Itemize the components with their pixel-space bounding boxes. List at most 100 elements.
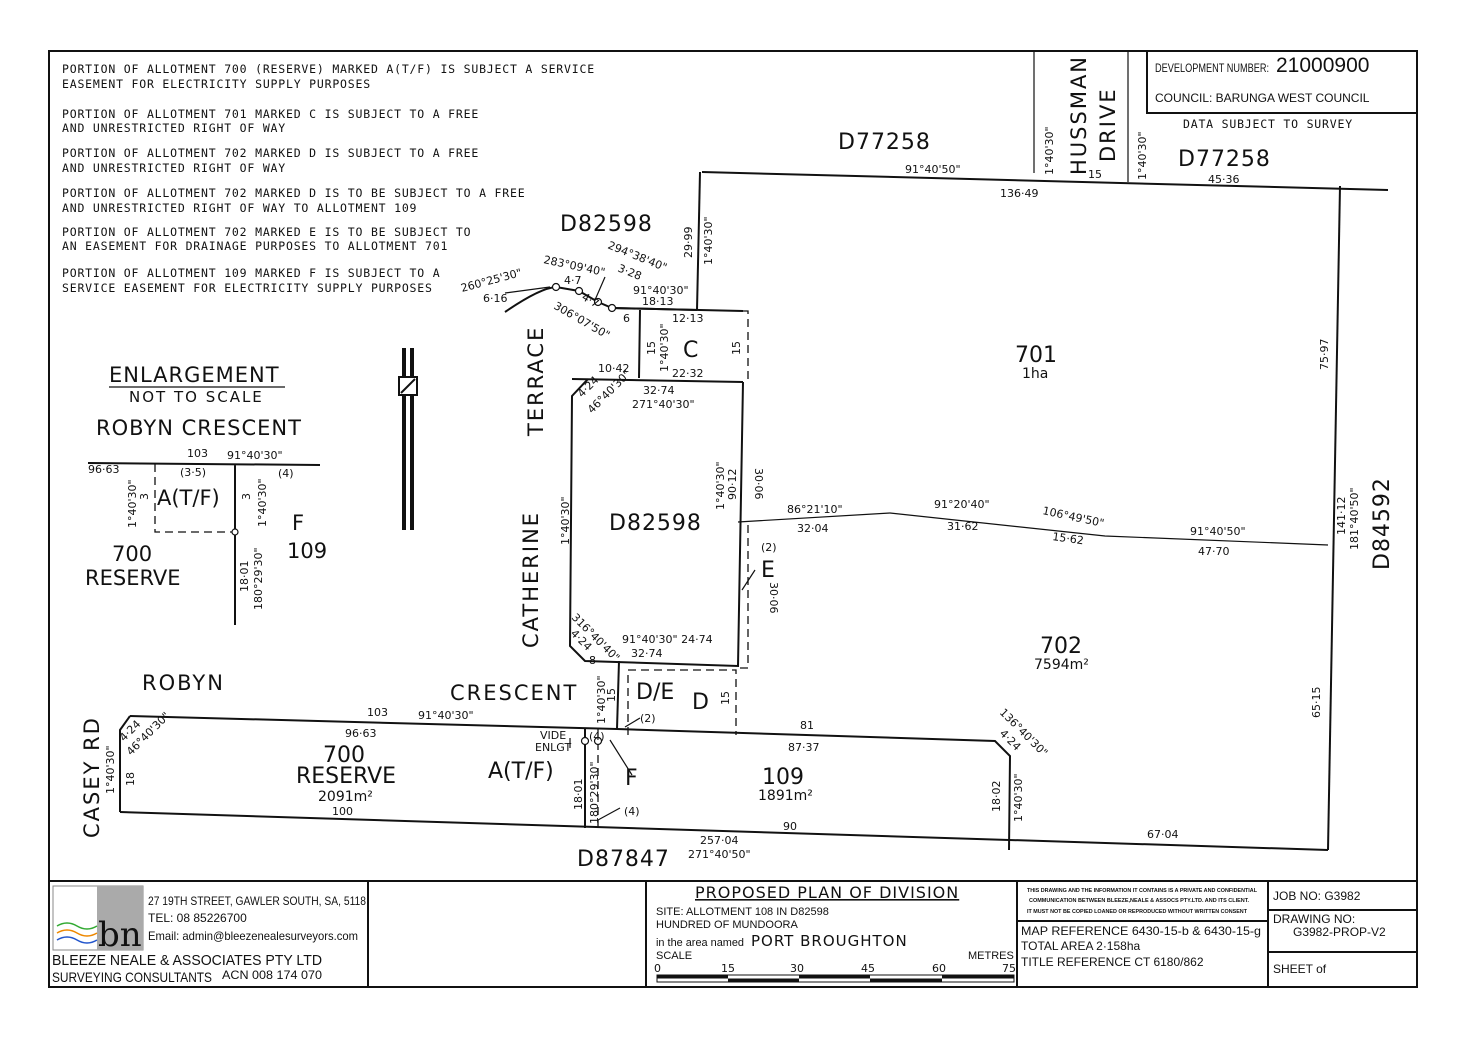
north-boundary — [701, 171, 1389, 191]
parcel-label: D77258 — [838, 130, 931, 155]
distance: 6 — [623, 312, 630, 325]
distance: 3·28 — [616, 262, 644, 283]
bearing: 1°40'30" — [714, 461, 727, 510]
company-name: BLEEZE NEALE & ASSOCIATES PTY LTD — [52, 952, 322, 969]
drawing-number: G3982-PROP-V2 — [1293, 925, 1386, 939]
bearing: 306°07'50" — [552, 299, 613, 342]
distance: 103 — [367, 706, 388, 719]
distance: 15 — [605, 688, 618, 702]
company-address: 27 19TH STREET, GAWLER SOUTH, SA, 5118 — [148, 894, 366, 908]
distance: 30·06 — [752, 468, 765, 500]
lot-area: 7594m² — [1034, 657, 1089, 673]
easement-e-line — [737, 512, 1329, 546]
easement-notes: PORTION OF ALLOTMENT 700 (RESERVE) MARKE… — [62, 62, 594, 295]
sheet-number: SHEET of — [1273, 962, 1327, 976]
place-name: PORT BROUGHTON — [751, 932, 908, 950]
bearing: 91°40'50" — [1190, 525, 1246, 538]
bearing: 180°29'30" — [588, 761, 601, 824]
east-boundary — [1327, 185, 1341, 851]
note-line: AN EASEMENT FOR DRAINAGE PURPOSES TO ALL… — [62, 239, 448, 253]
bearing: 1°40'30" — [658, 323, 671, 372]
development-box: DEVELOPMENT NUMBER: 21000900 COUNCIL: BA… — [1146, 51, 1417, 131]
job-number: JOB NO: G3982 — [1273, 889, 1361, 903]
distance: 15 — [645, 341, 658, 355]
distance: 3 — [138, 493, 151, 500]
bearing: 91°40'30" — [227, 449, 283, 462]
enlargement-subtitle: NOT TO SCALE — [129, 388, 264, 406]
road-name: HUSSMAN — [1067, 55, 1091, 175]
lot-number: 109 — [762, 765, 804, 790]
scale-tick: 75 — [1002, 962, 1016, 975]
easement-label: F — [292, 511, 304, 535]
bearing: 260°25'30" — [459, 266, 523, 295]
parcel-label: D87847 — [577, 847, 670, 872]
distance: 15 — [1088, 168, 1102, 181]
lot-area: 1ha — [1022, 366, 1048, 382]
distance: 257·04 — [700, 834, 739, 847]
distance: 6·16 — [483, 292, 508, 305]
distance: 96·63 — [88, 463, 120, 476]
bearing: 91°40'30" — [633, 284, 689, 297]
plan-title: PROPOSED PLAN OF DIVISION — [695, 883, 959, 902]
scale-label: SCALE — [656, 950, 692, 962]
scale-tick: 45 — [861, 962, 875, 975]
easement-label: E — [761, 558, 775, 583]
road-name: CASEY RD — [80, 716, 104, 838]
distance: 15 — [719, 691, 732, 705]
note-line: AND UNRESTRICTED RIGHT OF WAY TO ALLOTME… — [62, 201, 417, 215]
title-block: bn 27 19TH STREET, GAWLER SOUTH, SA, 511… — [49, 880, 1417, 987]
distance: 8 — [589, 654, 596, 667]
distance: 4·7 — [564, 274, 582, 287]
bearing: 1°40'30" — [126, 479, 139, 528]
lot-area: 2091m² — [318, 789, 373, 805]
bearing: 86°21'10" — [787, 503, 843, 516]
site: SITE: ALLOTMENT 108 IN D82598 — [656, 906, 829, 918]
data-subject-to-survey: DATA SUBJECT TO SURVEY — [1183, 117, 1353, 131]
enlargement-inset: ENLARGEMENT NOT TO SCALE ROBYN CRESCENT … — [85, 363, 327, 625]
easement-label: A(T/F) — [157, 486, 220, 510]
bearing: 91°20'40" — [934, 498, 990, 511]
distance: 18·01 — [238, 561, 251, 593]
company-logo: bn — [52, 885, 144, 955]
lot-number: 701 — [1015, 343, 1057, 368]
bearing: 180°29'30" — [252, 547, 265, 610]
note-ref: (2) — [640, 712, 656, 725]
parcel-label: D77258 — [1178, 147, 1271, 172]
lot-label: RESERVE — [296, 764, 396, 789]
distance: 67·04 — [1147, 828, 1179, 841]
note-ref: (4) — [624, 805, 640, 818]
d82598-block — [568, 378, 744, 668]
distance: (4) — [278, 467, 294, 480]
distance: 90·12 — [726, 469, 739, 501]
bearing: 91°40'30" 24·74 — [622, 633, 713, 646]
distance: 10·42 — [598, 362, 630, 375]
plan-labels: D77258 D77258 D82598 D82598 D84592 D8784… — [80, 55, 1395, 872]
note-line: PORTION OF ALLOTMENT 702 MARKED D IS SUB… — [62, 146, 479, 160]
bearing: 91°40'30" — [418, 709, 474, 722]
north-arrow-icon — [398, 348, 418, 530]
distance: 96·63 — [345, 727, 377, 740]
lot-number: 109 — [287, 539, 327, 563]
distance: 30·06 — [767, 582, 780, 614]
terrace-boundary — [504, 285, 698, 313]
distance: 18·02 — [990, 781, 1003, 813]
note-line: PORTION OF ALLOTMENT 109 MARKED F IS SUB… — [62, 266, 440, 280]
distance: 47·70 — [1198, 545, 1230, 558]
south-boundary — [119, 811, 1329, 851]
distance: 3 — [240, 493, 253, 500]
bearing: 1°40'30" — [1043, 126, 1056, 175]
distance: 136·49 — [1000, 187, 1039, 200]
distance: 18 — [124, 772, 137, 786]
enlargement-title: ENLARGEMENT — [109, 363, 280, 387]
scale-tick: 0 — [654, 962, 661, 975]
road-name: DRIVE — [1096, 87, 1120, 162]
distance: 12·13 — [672, 312, 704, 325]
note-line: PORTION OF ALLOTMENT 701 MARKED C IS SUB… — [62, 107, 479, 121]
scale-tick: 60 — [932, 962, 946, 975]
map-reference: MAP REFERENCE 6430-15-b & 6430-15-g — [1021, 924, 1261, 938]
note-line: PORTION OF ALLOTMENT 702 MARKED D IS TO … — [62, 186, 525, 200]
note-line: AND UNRESTRICTED RIGHT OF WAY — [62, 161, 286, 175]
boundaries — [119, 51, 1389, 851]
hundred: HUNDRED OF MUNDOORA — [656, 919, 798, 931]
